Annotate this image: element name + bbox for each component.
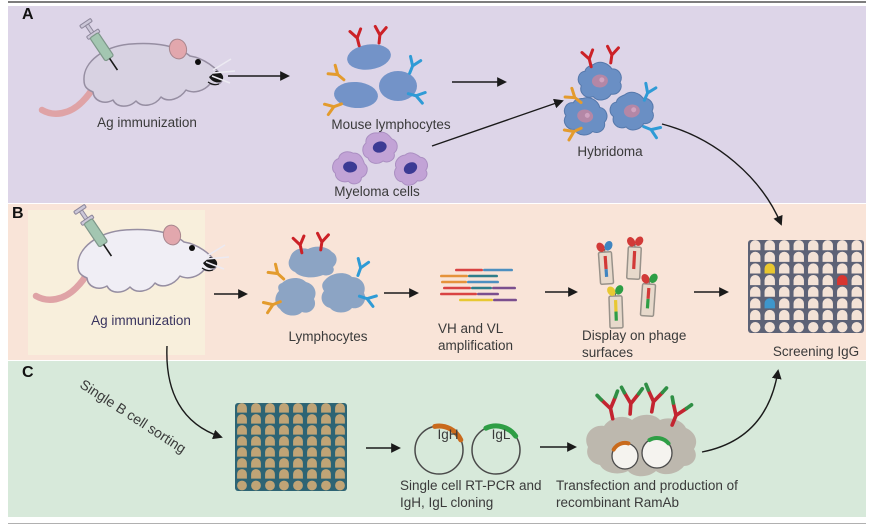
plasmid-igl [471,423,521,475]
panel-c-single-bcell [8,361,866,517]
caption-myeloma-cells: Myeloma cells [334,184,420,199]
myeloma-cells-group [328,131,433,189]
antibody-icon [348,27,367,49]
phage-icon [607,285,624,329]
sorting-microplate [235,403,347,491]
transfected-cell [586,382,697,477]
antibody-icon [372,24,388,46]
panel-b-label: B [12,205,24,222]
mouse-lymphocytes-group [323,24,427,117]
caption-ag-immunization-b: Ag immunization [91,313,191,328]
caption-single-cell-rtpcr: Single cell RT-PCR and IgH, IgL cloning [400,478,542,510]
antibody-icon [266,262,289,285]
plasmid-igh-label: IgH [437,427,459,442]
caption-vh-vl-amplification: VH and VL amplification [438,321,514,353]
panel-a-label: A [22,6,34,23]
plasmid-igh [414,423,464,475]
arrow-mouse-to-sorting [166,345,223,440]
caption-ag-immunization-a: Ag immunization [97,115,197,130]
ramab-antibody-icon [617,385,645,417]
vh-vl-amplicons [440,268,517,302]
ramab-antibody-icon [595,389,625,423]
plasmid-igl-label: IgL [491,427,511,442]
panel-c-label: C [22,364,34,381]
phage-particles [596,236,658,329]
antibody-icon [403,54,423,77]
phage-icon [596,240,615,286]
mouse-panel-a [42,18,235,114]
flow-arrows [166,71,783,453]
caption-screening-igg: Screening IgG [772,344,860,359]
arrow-myeloma-to-hybridoma [431,98,564,147]
ramab-antibody-icon [639,382,669,416]
hybridoma-group [560,44,663,142]
arrow-ramab-to-screening [701,369,782,453]
caption-phage-display: Display on phage surfaces [582,328,687,360]
arrow-hybridoma-to-screening [661,123,783,226]
screening-microplate [748,240,864,333]
antibody-icon [326,63,349,86]
caption-mouse-lymphocytes: Mouse lymphocytes [331,117,451,132]
caption-transfection-ramab: Transfection and production of recombina… [556,478,738,510]
caption-lymphocytes: Lymphocytes [288,329,368,344]
antibody-icon [351,257,371,279]
bottom-border-line [8,523,866,524]
mouse-panel-b [36,204,229,300]
caption-hybridoma: Hybridoma [577,144,643,159]
top-border-line [8,1,866,3]
lymphocytes-group [261,231,378,316]
phage-icon [639,273,658,318]
phage-icon [625,236,644,280]
antibody-icon [603,44,620,66]
